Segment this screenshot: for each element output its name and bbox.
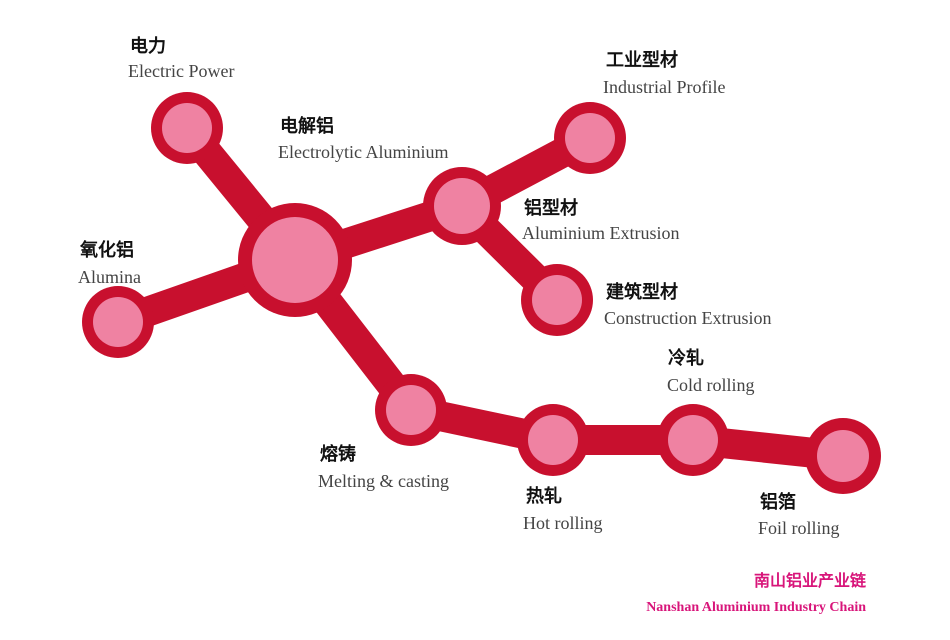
label-zh-electric-power: 电力 [130,35,166,57]
label-zh-construction: 建筑型材 [606,281,678,303]
label-en-alumina: Alumina [78,267,141,287]
label-zh-melting: 熔铸 [320,443,356,465]
label-zh-foil-rolling: 铝箔 [760,491,796,513]
label-en-industrial-profile: Industrial Profile [603,77,725,97]
node-electric-power [151,92,223,164]
node-construction [521,264,593,336]
nodes [82,92,881,494]
node-alumina [82,286,154,358]
node-industrial-profile [554,102,626,174]
brand-title-en: Nanshan Aluminium Industry Chain [646,600,866,615]
label-zh-electrolytic: 电解铝 [280,115,334,137]
node-foil-rolling [805,418,881,494]
label-en-electrolytic: Electrolytic Aluminium [278,142,448,162]
node-cold-rolling [657,404,729,476]
label-en-cold-rolling: Cold rolling [667,375,755,395]
label-zh-cold-rolling: 冷轧 [668,347,704,369]
label-zh-industrial-profile: 工业型材 [606,49,678,71]
label-en-melting: Melting & casting [318,471,449,491]
label-en-construction: Construction Extrusion [604,308,772,328]
label-en-hot-rolling: Hot rolling [523,513,603,533]
node-melting [375,374,447,446]
node-hot-rolling [517,404,589,476]
node-extrusion [423,167,501,245]
label-en-extrusion: Aluminium Extrusion [522,223,680,243]
node-electrolytic [238,203,352,317]
label-zh-extrusion: 铝型材 [524,197,578,219]
label-zh-alumina: 氧化铝 [79,239,134,261]
label-en-foil-rolling: Foil rolling [758,518,840,538]
brand-title-zh: 南山铝业产业链 [754,571,867,590]
label-zh-hot-rolling: 热轧 [526,485,562,507]
labels: 电力 Electric Power 电解铝 Electrolytic Alumi… [78,35,840,538]
label-en-electric-power: Electric Power [128,61,234,81]
